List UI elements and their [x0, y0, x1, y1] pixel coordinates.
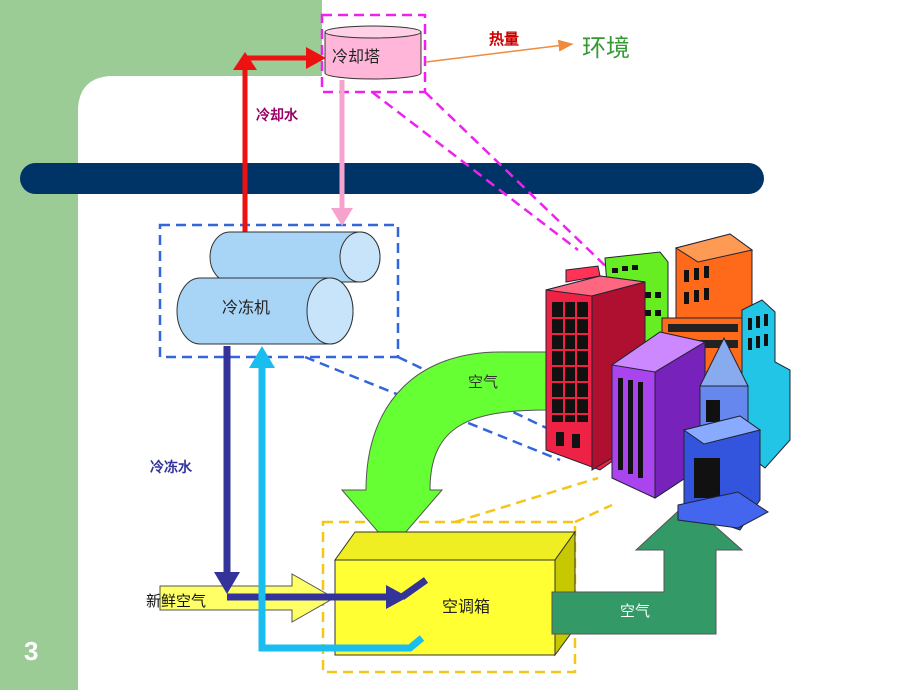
- heat-arrow: [425, 39, 574, 63]
- return-air-arrow: [340, 351, 549, 549]
- environment-label: 环境: [582, 34, 630, 62]
- dark-title-bar: [20, 163, 764, 194]
- cooling-tower-dashed-box: [320, 13, 427, 94]
- chiller-dashed-box: [158, 223, 400, 359]
- cooling-water-arrowhead-right: [306, 47, 326, 69]
- supply-air-label: 空气: [620, 602, 650, 620]
- chilled-return-pipe: [258, 364, 425, 652]
- page-number: 3: [24, 636, 39, 666]
- chiller-label: 冷冻机: [222, 298, 270, 317]
- cooling-return-arrowhead: [331, 208, 353, 226]
- chilled-water-arrowhead-right: [386, 585, 408, 609]
- buildings-illustration: [545, 233, 791, 531]
- cooling-tower: 冷却塔: [324, 25, 422, 80]
- return-air-label: 空气: [468, 373, 498, 391]
- left-green-band: [0, 0, 78, 690]
- cooling-water-label: 冷却水: [256, 107, 299, 124]
- tower-connector-line: [424, 91, 621, 281]
- ahu-label: 空调箱: [442, 597, 490, 616]
- fresh-air-label: 新鲜空气: [146, 592, 206, 610]
- chilled-return-arrowhead: [249, 346, 275, 368]
- supply-air-arrow: [551, 501, 744, 635]
- ahu-connector-line: [454, 476, 599, 524]
- chilled-water-label: 冷冻水: [150, 459, 193, 476]
- cooling-water-arrowhead-up: [233, 52, 257, 70]
- slide-background: [0, 0, 764, 690]
- white-rounded-corner: [78, 76, 322, 163]
- heat-label: 热量: [489, 30, 519, 48]
- ahu-connector-line: [574, 503, 613, 524]
- chilled-water-inner-pipe: [399, 577, 429, 600]
- tower-connector-line: [371, 91, 579, 251]
- chilled-water-arrowhead: [214, 572, 240, 594]
- cooling-tower-label: 冷却塔: [332, 47, 380, 66]
- chiller: 冷冻机: [176, 231, 381, 345]
